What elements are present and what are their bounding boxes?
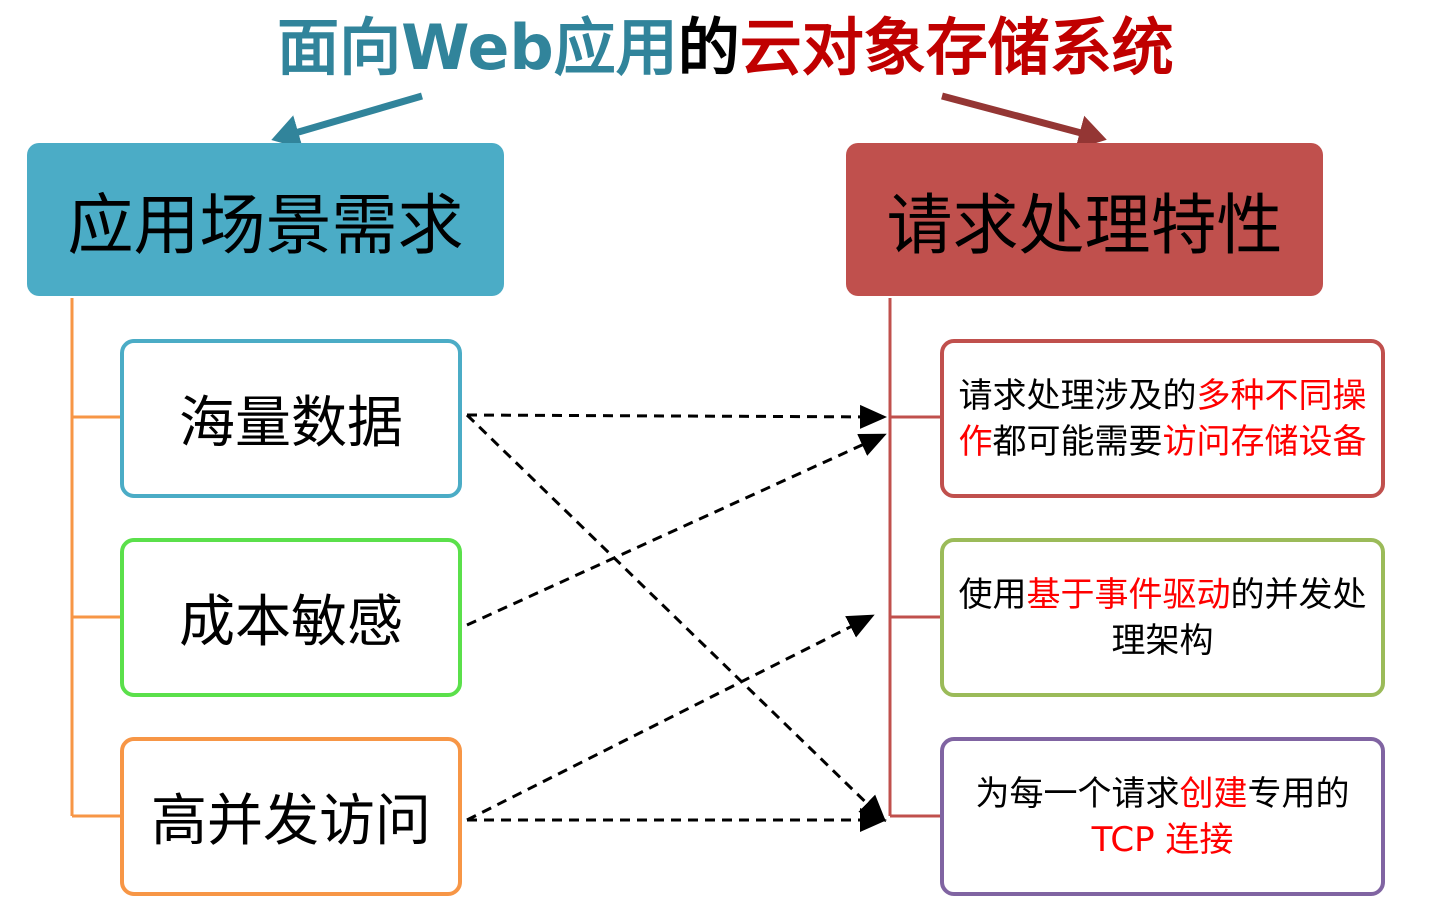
left-item-label: 成本敏感 — [179, 590, 403, 655]
highlight-segment: 创建 — [1179, 773, 1248, 814]
text-segment: 使用 — [958, 574, 1027, 615]
diagram-title: 面向Web应用的云对象存储系统 — [0, 8, 1451, 88]
highlight-segment: 基于事件驱动 — [1026, 574, 1231, 615]
right-item-tcp-connection: 为每一个请求创建专用的 TCP 连接 — [940, 737, 1385, 896]
text-segment: 都可能需要 — [992, 421, 1163, 462]
text-segment: 请求处理涉及的 — [958, 375, 1197, 416]
left-header-label: 应用场景需求 — [67, 186, 464, 264]
right-tree — [888, 298, 940, 818]
title-arrow-right — [941, 92, 1107, 150]
highlight-segment: 访问存储设备 — [1162, 421, 1367, 462]
title-part-2: 的 — [677, 11, 740, 84]
left-tree — [70, 298, 120, 818]
text-segment: 专用的 — [1247, 773, 1350, 814]
left-item-cost-sensitive: 成本敏感 — [120, 538, 462, 697]
dashed-arrow-massive-data-to-tcp — [465, 413, 887, 823]
right-header-box: 请求处理特性 — [846, 143, 1323, 296]
left-header-box: 应用场景需求 — [27, 143, 504, 296]
title-part-1: 面向Web应用 — [277, 11, 678, 84]
left-item-high-concurrency: 高并发访问 — [120, 737, 462, 896]
left-item-label: 海量数据 — [179, 391, 403, 456]
dashed-arrow-concurrency-to-event — [466, 614, 875, 822]
text-segment: 的并发处理架构 — [1111, 574, 1367, 661]
title-arrow-left — [271, 92, 423, 149]
dashed-arrow-massive-data-to-operations — [466, 404, 887, 429]
title-part-3: 云对象存储系统 — [739, 11, 1174, 84]
highlight-segment: TCP 连接 — [1091, 819, 1234, 860]
left-item-massive-data: 海量数据 — [120, 339, 462, 498]
left-item-label: 高并发访问 — [151, 789, 431, 854]
dashed-arrow-cost-to-operations — [466, 433, 887, 627]
right-item-storage-access: 请求处理涉及的多种不同操作都可能需要访问存储设备 — [940, 339, 1385, 498]
text-segment: 为每一个请求 — [975, 773, 1180, 814]
right-header-label: 请求处理特性 — [886, 186, 1283, 264]
highlight-segment: 多种不同操作 — [958, 375, 1367, 462]
right-item-event-driven: 使用基于事件驱动的并发处理架构 — [940, 538, 1385, 697]
